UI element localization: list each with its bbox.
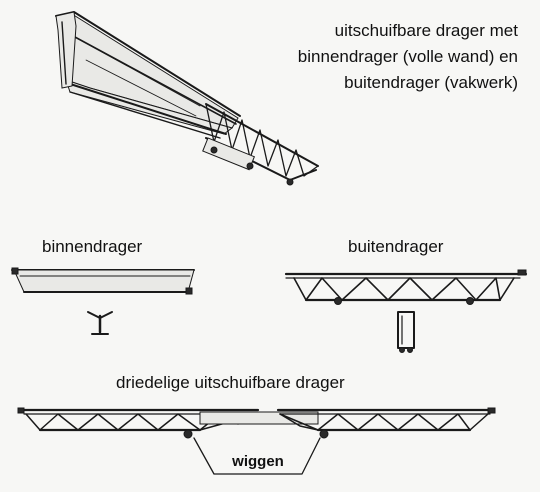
inner-girder-label: binnendrager (42, 237, 143, 256)
three-part-girder-elevation (17, 407, 496, 475)
wedges-label: wiggen (231, 453, 284, 470)
three-part-girder-label: driedelige uitschuifbare drager (116, 373, 345, 392)
inner-girder-elevation (11, 267, 195, 295)
caption-line-3: buitendrager (vakwerk) (344, 73, 518, 92)
outer-girder-label: buitendrager (348, 237, 444, 256)
telescopic-girder-perspective (55, 11, 319, 186)
caption-line-2: binnendrager (volle wand) en (298, 47, 518, 66)
outer-girder-elevation (284, 269, 528, 305)
outer-girder-section-icon (397, 311, 415, 353)
caption-line-1: uitschuifbare drager met (335, 21, 519, 40)
inner-girder-section-icon (87, 311, 113, 335)
